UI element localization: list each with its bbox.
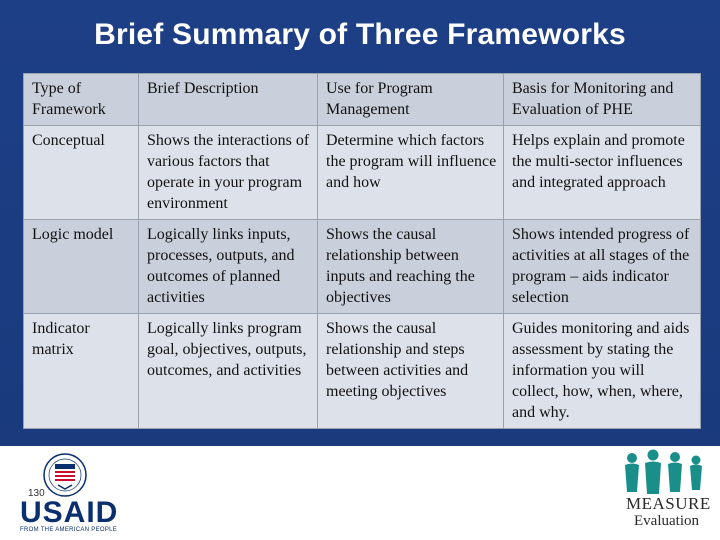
table-header-row: Type of Framework Brief Description Use … — [23, 73, 701, 126]
table-row: Logic model Logically links inputs, proc… — [23, 219, 701, 314]
cell-description: Shows the interactions of various factor… — [138, 125, 318, 220]
slide-title: Brief Summary of Three Frameworks — [94, 18, 626, 51]
cell-type: Indicator matrix — [23, 313, 139, 429]
usaid-wordmark: USAID — [20, 496, 119, 529]
header-brief-description: Brief Description — [138, 73, 318, 126]
cell-description: Logically links program goal, objectives… — [138, 313, 318, 429]
header-type-of-framework: Type of Framework — [23, 73, 139, 126]
cell-basis: Guides monitoring and aids assessment by… — [503, 313, 701, 429]
measure-people-icon — [625, 449, 702, 494]
page-number: 130 — [28, 488, 45, 499]
table-row: Indicator matrix Logically links program… — [23, 313, 701, 429]
cell-use: Determine which factors the program will… — [317, 125, 504, 220]
measure-wordmark: MEASURE — [626, 494, 711, 513]
cell-basis: Helps explain and promote the multi-sect… — [503, 125, 701, 220]
cell-type: Conceptual — [23, 125, 139, 220]
cell-type: Logic model — [23, 219, 139, 314]
evaluation-wordmark: Evaluation — [634, 513, 699, 529]
frameworks-table: Type of Framework Brief Description Use … — [23, 73, 701, 429]
header-basis-for-monitoring: Basis for Monitoring and Evaluation of P… — [503, 73, 701, 126]
usaid-tagline: FROM THE AMERICAN PEOPLE — [20, 527, 118, 533]
cell-basis: Shows intended progress of activities at… — [503, 219, 701, 314]
usaid-seal-icon — [43, 453, 87, 497]
header-use-for-program-management: Use for Program Management — [317, 73, 504, 126]
cell-description: Logically links inputs, processes, outpu… — [138, 219, 318, 314]
table-row: Conceptual Shows the interactions of var… — [23, 125, 701, 220]
cell-use: Shows the causal relationship between in… — [317, 219, 504, 314]
cell-use: Shows the causal relationship and steps … — [317, 313, 504, 429]
